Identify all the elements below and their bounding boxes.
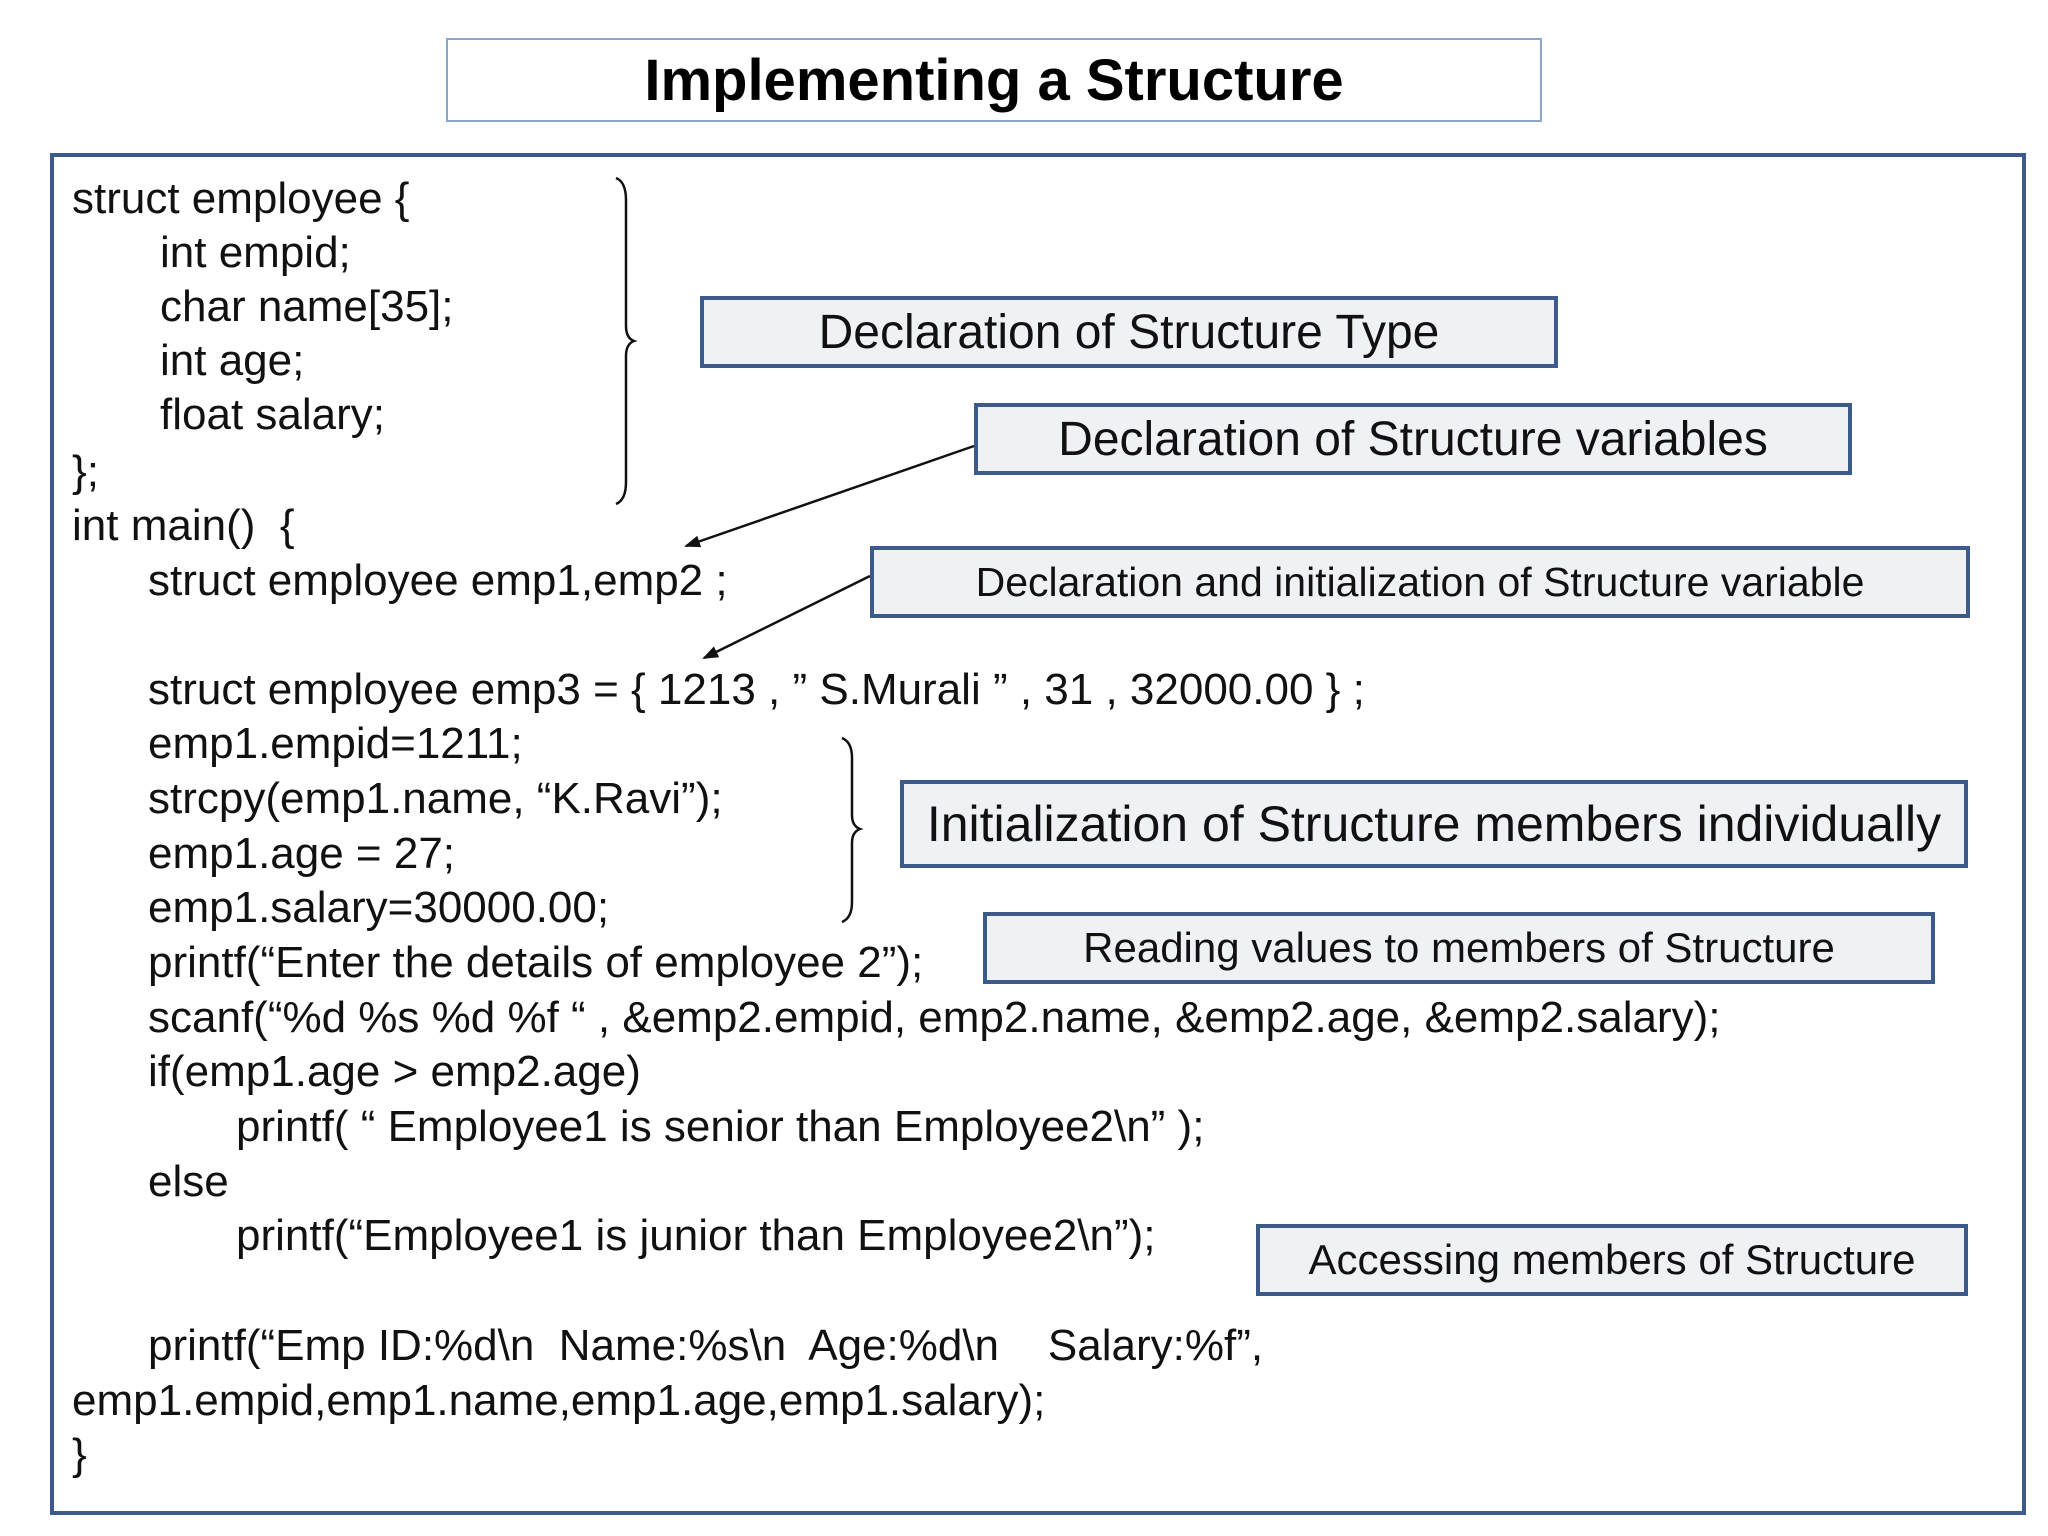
label-decl-init: Declaration and initialization of Struct…: [870, 546, 1970, 618]
code-line: int main() {: [72, 501, 295, 550]
label-reading: Reading values to members of Structure: [983, 912, 1935, 984]
label-struct-vars: Declaration of Structure variables: [974, 403, 1852, 475]
page-title: Implementing a Structure: [644, 47, 1344, 113]
code-line: emp1.age = 27;: [148, 829, 456, 878]
code-line: else: [148, 1157, 229, 1206]
code-line: emp1.salary=30000.00;: [148, 883, 610, 932]
code-line: printf( “ Employee1 is senior than Emplo…: [236, 1102, 1205, 1151]
code-line: printf(“Enter the details of employee 2”…: [148, 938, 924, 987]
code-line: float salary;: [160, 390, 385, 439]
title-box: Implementing a Structure: [446, 38, 1542, 122]
label-accessing: Accessing members of Structure: [1256, 1224, 1968, 1296]
label-init-members: Initialization of Structure members indi…: [900, 780, 1968, 868]
code-line: emp1.empid,emp1.name,emp1.age,emp1.salar…: [72, 1376, 1046, 1425]
label-struct-type: Declaration of Structure Type: [700, 296, 1558, 368]
code-line: };: [72, 447, 99, 496]
code-line: printf(“Emp ID:%d\n Name:%s\n Age:%d\n S…: [148, 1321, 1264, 1370]
code-line: strcpy(emp1.name, “K.Ravi”);: [148, 774, 723, 823]
code-line: char name[35];: [160, 282, 454, 331]
code-line: printf(“Employee1 is junior than Employe…: [236, 1211, 1156, 1260]
code-line: struct employee emp3 = { 1213 , ” S.Mura…: [148, 665, 1365, 714]
code-line: int empid;: [160, 228, 351, 277]
code-line: int age;: [160, 336, 305, 385]
code-line: struct employee {: [72, 174, 410, 223]
code-line: }: [72, 1430, 87, 1479]
code-line: emp1.empid=1211;: [148, 719, 523, 768]
code-line: struct employee emp1,emp2 ;: [148, 556, 728, 605]
code-line: scanf(“%d %s %d %f “ , &emp2.empid, emp2…: [148, 993, 1721, 1042]
code-line: if(emp1.age > emp2.age): [148, 1047, 641, 1096]
